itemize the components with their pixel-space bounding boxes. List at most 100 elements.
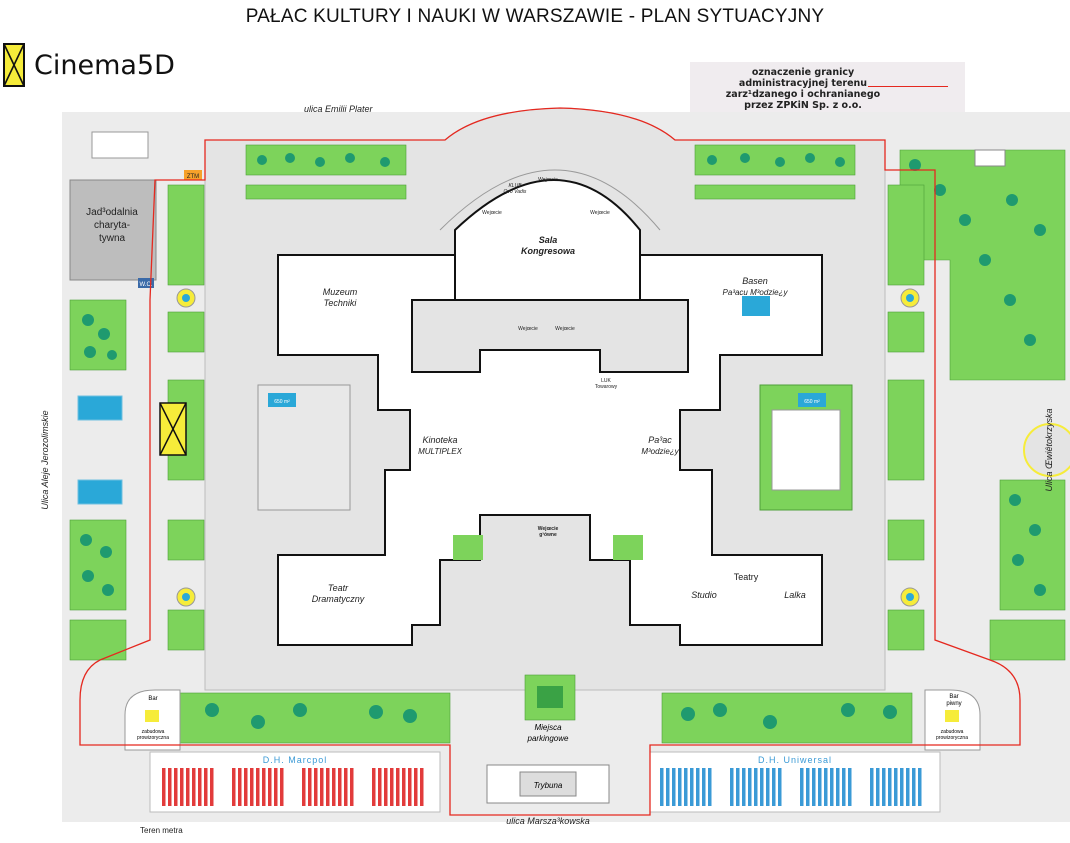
marcpol-stripe — [174, 768, 178, 806]
uniwersal-stripe — [800, 768, 804, 806]
bar-right-zabudowa-2: prowizoryczna — [936, 735, 968, 741]
uniwersal-stripe — [684, 768, 688, 806]
parking-label-2: parkingowe — [527, 734, 569, 743]
ztm-box — [184, 170, 202, 180]
uniwersal-stripe — [830, 768, 834, 806]
bar-left-zabudowa-1: zabudowa — [142, 729, 165, 735]
sala-label-1: Sala — [539, 235, 558, 245]
marcpol-stripe — [274, 768, 278, 806]
uniwersal-stripe — [870, 768, 874, 806]
uniwersal-stripe — [918, 768, 922, 806]
small-green-1 — [453, 535, 483, 560]
marcpol-stripe — [420, 768, 424, 806]
uniwersal-stripe — [772, 768, 776, 806]
entrance-e: Wejœcie — [555, 326, 575, 332]
monument-top-left — [91, 131, 149, 159]
uniwersal-stripe — [778, 768, 782, 806]
street-marszalkowska: ulica Marsza³kowska — [506, 816, 590, 826]
legend-line-2: administracyjnej terenu — [738, 78, 868, 89]
marcpol-stripe — [232, 768, 236, 806]
uniwersal-stripe — [882, 768, 886, 806]
sala-kongresowa[interactable] — [454, 179, 641, 301]
teatr-label-2: Dramatyczny — [312, 594, 365, 604]
pool-left-2 — [77, 479, 123, 505]
uniwersal-stripe — [848, 768, 852, 806]
palace-main-building[interactable] — [277, 254, 823, 646]
marcpol-stripe — [332, 768, 336, 806]
marcpol-stripe — [338, 768, 342, 806]
congress-hall-arc — [439, 169, 661, 231]
jadlodalnia-label-3: tywna — [99, 233, 126, 244]
kinoteka-label-2: MULTIPLEX — [418, 447, 463, 456]
uniwersal-stripe — [678, 768, 682, 806]
uniwersal-stripe — [806, 768, 810, 806]
site-plan-map[interactable]: Jad³odalnia charyta- tywna W.C. ZTM — [0, 100, 1070, 843]
pool-left-1 — [77, 395, 123, 421]
basen-label-1: Basen — [742, 276, 768, 286]
marcpol-stripe — [204, 768, 208, 806]
jadlodalnia-building[interactable] — [69, 179, 157, 281]
marcpol-stripe — [414, 768, 418, 806]
teren-metra: Teren metra — [140, 826, 183, 835]
small-green-2 — [613, 535, 643, 560]
top-trees — [257, 153, 845, 167]
legend-line-3: zarz¹dzanego i ochranianego — [725, 89, 881, 100]
uniwersal-stripe — [696, 768, 700, 806]
uniwersal-stripe — [708, 768, 712, 806]
wc-box — [138, 278, 154, 288]
bottom-trees — [205, 703, 897, 729]
luk-label-1: LUK — [601, 378, 611, 384]
legend-line-4: przez ZPKiN Sp. z o.o. — [744, 100, 862, 111]
marcpol-stripe — [280, 768, 284, 806]
main-entrance-1: Wejœcie — [538, 526, 559, 532]
trybuna-label: Trybuna — [534, 781, 563, 790]
marcpol-stripe — [378, 768, 382, 806]
bar-right-label-2: piwny — [946, 701, 961, 707]
entrance-a: Wejœcie — [538, 177, 558, 183]
marcpol-stripe — [308, 768, 312, 806]
marcpol-stripe — [314, 768, 318, 806]
uniwersal-stripe — [912, 768, 916, 806]
teatr-label-1: Teatr — [328, 583, 349, 593]
yellow-x-box-icon — [3, 43, 25, 87]
parking-green-center — [537, 686, 563, 708]
wc-label: W.C. — [140, 282, 153, 288]
marcpol-stripe — [186, 768, 190, 806]
cinema5d-marker-icon[interactable] — [159, 402, 187, 456]
left-trees — [80, 314, 117, 596]
marcpol-stripe — [256, 768, 260, 806]
marcpol-stripe — [180, 768, 184, 806]
parking-label-1: Miejsca — [534, 723, 562, 732]
muzeum-label-1: Muzeum — [323, 287, 358, 297]
brand-label: Cinema5D — [34, 50, 175, 81]
uniwersal-stripe — [760, 768, 764, 806]
muzeum-label-2: Techniki — [324, 298, 358, 308]
small-building-right — [974, 149, 1006, 167]
uniwersal-stripe — [836, 768, 840, 806]
area-650-right-label: 650 m² — [804, 399, 820, 405]
marcpol-stripe — [344, 768, 348, 806]
sala-label-2: Kongresowa — [521, 246, 575, 256]
uniwersal-stripe — [876, 768, 880, 806]
top-green-strips — [245, 144, 856, 200]
marcpol-stripe — [390, 768, 394, 806]
main-entrance-2: g³ówne — [539, 532, 557, 538]
uniwersal-stripe — [894, 768, 898, 806]
marcpol-stripe — [372, 768, 376, 806]
administrative-boundary-line — [79, 107, 1021, 816]
uniwersal-stripe — [736, 768, 740, 806]
right-trees — [909, 159, 1046, 596]
entrance-c: Wejœcie — [590, 210, 610, 216]
entrance-labels: Wejœcie Wejœcie Wejœcie Wejœcie Wejœcie … — [482, 177, 617, 538]
uniwersal-stripe — [666, 768, 670, 806]
uniwersal-stripe — [748, 768, 752, 806]
marcpol-stripe — [168, 768, 172, 806]
marcpol-label: D.H. Marcpol — [263, 755, 328, 765]
bar-left-zabudowa-2: prowizoryczna — [137, 735, 169, 741]
legend-boundary-swatch — [868, 86, 948, 87]
marcpol-stripe — [320, 768, 324, 806]
area-650-left-label: 650 m² — [274, 399, 290, 405]
marcpol-stripe — [162, 768, 166, 806]
uniwersal-stripe — [842, 768, 846, 806]
roundabout-right — [1023, 423, 1070, 477]
